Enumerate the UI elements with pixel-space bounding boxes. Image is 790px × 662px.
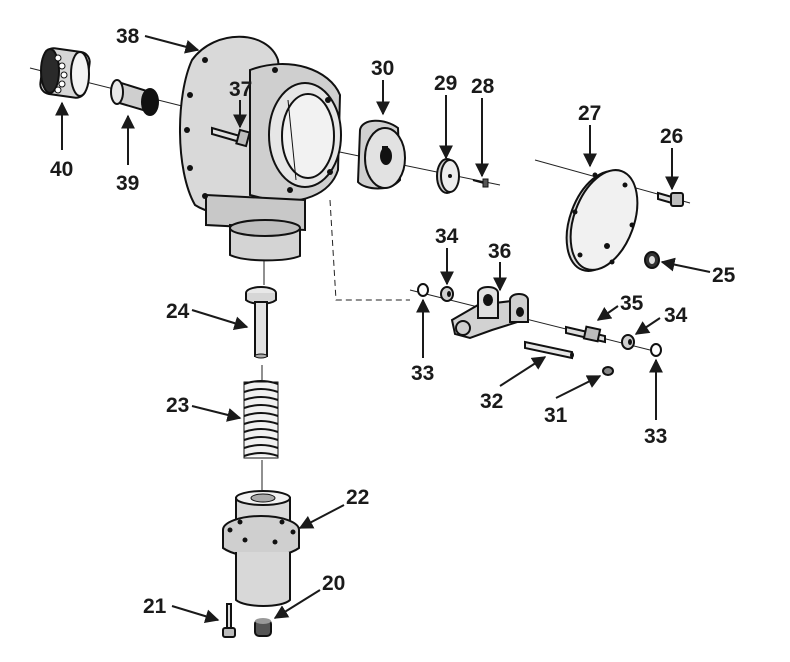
part-34-washer-left [440,286,454,302]
part-31-ring [602,366,614,376]
callout-28: 28 [471,75,495,98]
part-32-long-pin [524,340,574,360]
callout-22: 22 [346,486,369,509]
part-26-cap-screw [657,191,684,207]
part-29-plate [436,158,460,194]
leader-38 [144,35,200,54]
part-35-pin [565,325,606,344]
part-33-clip-left [417,283,429,297]
callout-37: 37 [229,78,252,101]
callout-30: 30 [371,57,394,80]
part-23-spring [243,380,279,459]
leader-34-right [634,317,661,335]
part-39-bushing [110,79,159,116]
leader-21 [171,605,220,624]
part-25-nut [644,251,660,269]
part-22-spindle-housing [222,490,300,607]
callout-26: 26 [660,125,683,148]
leader-lines [55,35,711,624]
callout-38: 38 [116,25,140,48]
leader-25 [660,257,711,273]
leader-35 [596,305,619,321]
callout-33-left: 33 [411,362,434,385]
callout-23: 23 [166,394,189,417]
callout-36: 36 [488,240,511,263]
callout-31: 31 [544,404,568,427]
part-40-ball-bearing [39,47,91,99]
part-30-hub [356,119,406,190]
part-33-clip-right [650,343,662,357]
callout-40: 40 [50,158,73,181]
part-28-screw [472,178,489,188]
axis-linkage-dash [329,199,410,301]
part-34-washer-right [621,334,635,350]
leader-24 [191,309,249,330]
callout-34-right: 34 [664,304,688,327]
part-20-plug [254,618,272,637]
callout-27: 27 [578,102,601,125]
part-36-rocker-arm [450,286,529,340]
part-37-bolt [211,126,251,148]
callout-20: 20 [322,572,345,595]
callout-25: 25 [712,264,736,287]
callout-32: 32 [480,390,503,413]
leader-20 [273,589,321,619]
leader-31 [555,375,602,399]
callout-24: 24 [166,300,190,323]
leader-22 [298,504,345,529]
callout-34-left: 34 [435,225,459,248]
callout-21: 21 [143,595,167,618]
callout-35: 35 [620,292,644,315]
part-27-cover-plate [565,169,639,272]
callout-labels: 38 40 39 37 30 29 28 27 26 25 34 36 33 3… [50,25,736,618]
part-24-plunger [245,286,277,359]
callout-33-right: 33 [644,425,667,448]
callout-29: 29 [434,72,457,95]
callout-39: 39 [116,172,139,195]
part-21-bolt [222,603,236,638]
part-38-housing [179,35,342,262]
leader-23 [191,405,242,422]
leader-32 [499,356,547,387]
